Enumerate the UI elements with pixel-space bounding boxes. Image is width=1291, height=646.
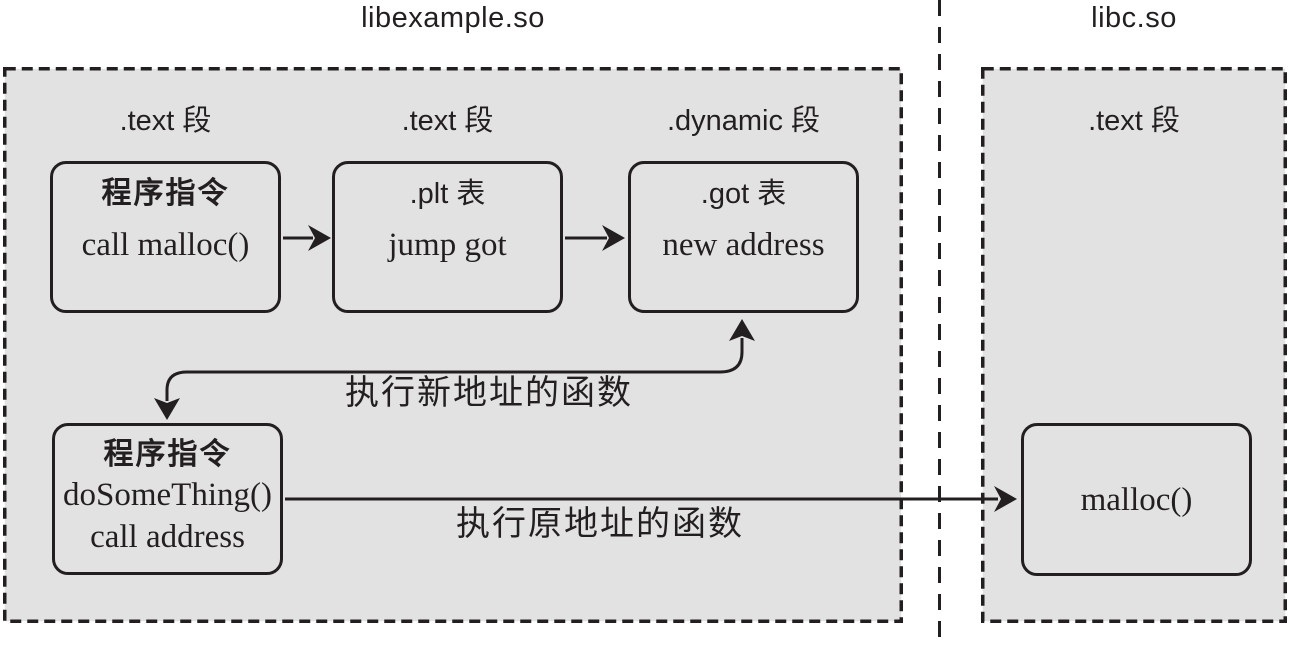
node-program-instructions-doSomeThing: 程序指令 doSomeThing() call address [52, 423, 283, 575]
node-plt-code: jump got [388, 227, 507, 263]
arrow-call-to-plt-head [308, 225, 331, 251]
node-plt-table: .plt 表 jump got [332, 161, 563, 313]
libexample-title: libexample.so [361, 2, 545, 34]
node-program2-code-line2: call address [90, 519, 245, 555]
section-label-libc-text: .text 段 [1088, 105, 1180, 137]
libexample-panel: .text 段 .text 段 .dynamic 段 程序指令 call mal… [3, 67, 903, 623]
node-got-code: new address [662, 227, 825, 263]
libc-title: libc.so [1091, 2, 1177, 34]
edge-label-new-address-function: 执行新地址的函数 [345, 375, 633, 412]
edge-label-original-address-function: 执行原地址的函数 [456, 506, 744, 543]
section-label-dynamic: .dynamic 段 [666, 105, 821, 137]
arrow-plt-to-got-head [602, 225, 625, 251]
node-program1-title: 程序指令 [101, 177, 230, 210]
node-malloc-code: malloc() [1080, 481, 1193, 518]
connector-head-into-doSomeThing [154, 398, 180, 420]
node-got-title: .got 表 [700, 178, 787, 210]
node-malloc: malloc() [1021, 423, 1252, 576]
node-program2-title: 程序指令 [103, 438, 232, 471]
section-label-text-1: .text 段 [119, 105, 212, 137]
node-program2-code-line1: doSomeThing() [63, 477, 272, 513]
node-program-instructions-call-malloc: 程序指令 call malloc() [50, 161, 281, 313]
connector-got-doSomeThing-curve [165, 338, 744, 401]
node-program1-code: call malloc() [81, 227, 250, 263]
arrow-doSomeThing-to-malloc-head [994, 486, 1017, 512]
node-got-table: .got 表 new address [628, 161, 859, 313]
section-label-text-2: .text 段 [401, 105, 494, 137]
libc-panel: .text 段 malloc() [981, 67, 1287, 623]
connector-head-into-got [729, 319, 755, 341]
node-plt-title: .plt 表 [409, 178, 486, 210]
